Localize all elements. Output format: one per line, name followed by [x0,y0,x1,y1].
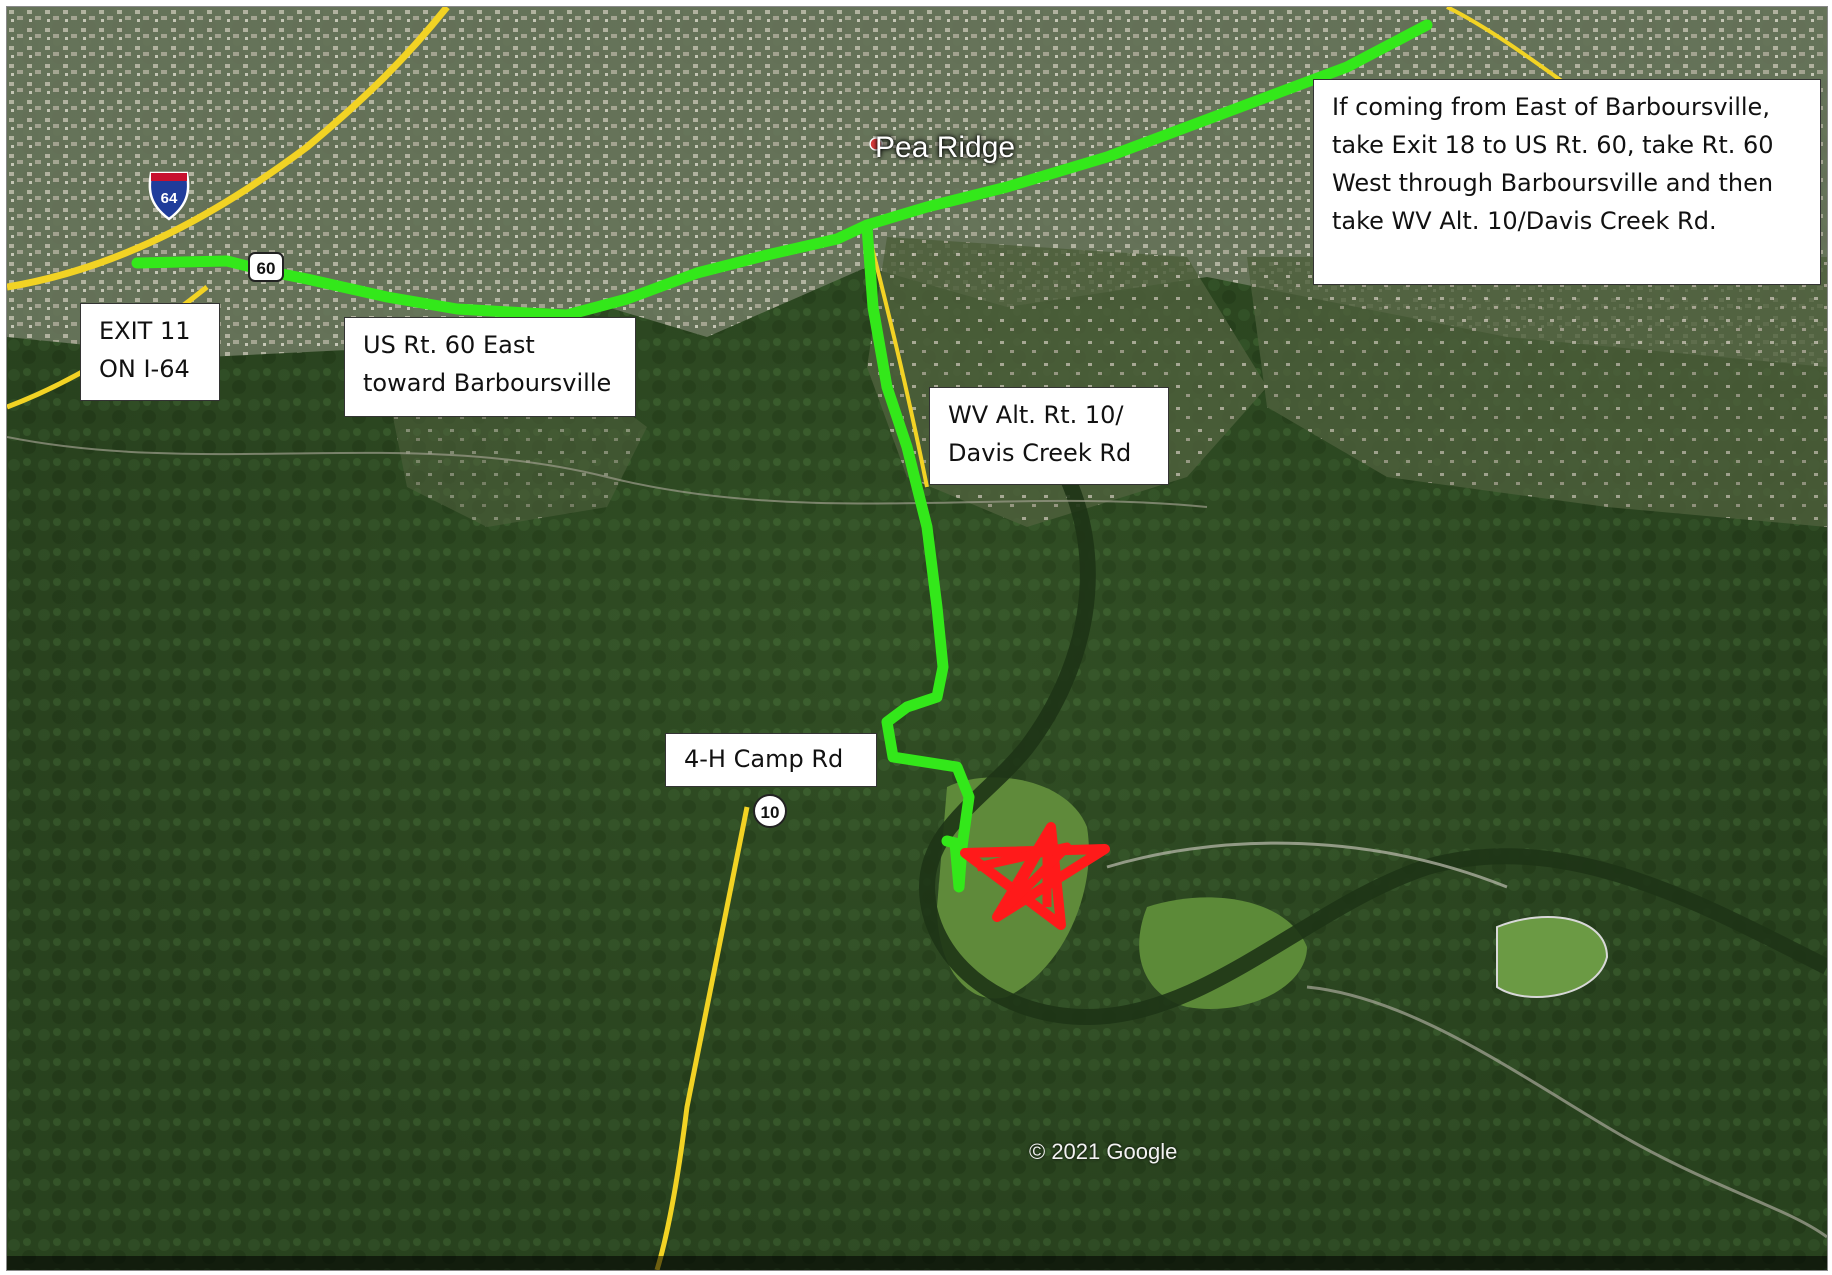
callout-from-east: If coming from East of Barboursville, ta… [1313,79,1821,285]
route-us-60 [131,19,1433,321]
callout-camp-line-1: 4-H Camp Rd [684,745,844,773]
place-marker-icon [869,137,883,151]
interstate-shield-number: 64 [161,190,178,207]
satellite-map[interactable]: 64 60 10 Pea Ridge © 2021 Google EXIT 11… [6,6,1828,1271]
route-10-road [654,806,750,1270]
callout-wv-alt-10: WV Alt. Rt. 10/ Davis Creek Rd [929,387,1169,485]
callout-exit-line-2: ON I-64 [99,355,190,383]
us-route-60-shield-icon: 60 [248,252,284,282]
callout-exit-line-1: EXIT 11 [99,317,191,345]
callout-us-60-east: US Rt. 60 East toward Barboursville [344,317,636,417]
route-davis-creek [861,221,975,893]
local-road-1 [7,436,1208,508]
callout-wv10-line-2: Davis Creek Rd [948,439,1132,467]
river [918,473,1827,1026]
track-field [1496,916,1609,998]
interstate-64-shield-icon: 64 [148,171,190,221]
callout-exit-11: EXIT 11 ON I-64 [80,303,220,401]
suburban-area-east [1247,257,1827,527]
place-label-pea-ridge[interactable]: Pea Ridge [875,131,1016,164]
field-east [1139,897,1307,1009]
callout-us60-line-1: US Rt. 60 East [363,331,535,359]
map-footer-bar [7,1256,1827,1270]
state-route-shield-number: 10 [761,803,780,822]
local-road-3 [1106,841,1508,889]
local-road-2 [1306,985,1827,1239]
interstate-64-road [7,7,450,291]
callout-east-line-4: take WV Alt. 10/Davis Creek Rd. [1332,207,1717,235]
map-copyright: © 2021 Google [1029,1139,1178,1164]
callout-us60-line-2: toward Barboursville [363,369,612,397]
callout-4h-camp-rd: 4-H Camp Rd [665,733,877,787]
state-route-10-shield-icon: 10 [753,794,787,828]
destination-star-scribble [976,832,1072,912]
callout-east-line-3: West through Barboursville and then [1332,169,1774,197]
callout-wv10-line-1: WV Alt. Rt. 10/ [948,401,1124,429]
us-route-shield-number: 60 [257,259,276,278]
callout-east-line-1: If coming from East of Barboursville, [1332,93,1770,121]
callout-east-line-2: take Exit 18 to US Rt. 60, take Rt. 60 [1332,131,1774,159]
